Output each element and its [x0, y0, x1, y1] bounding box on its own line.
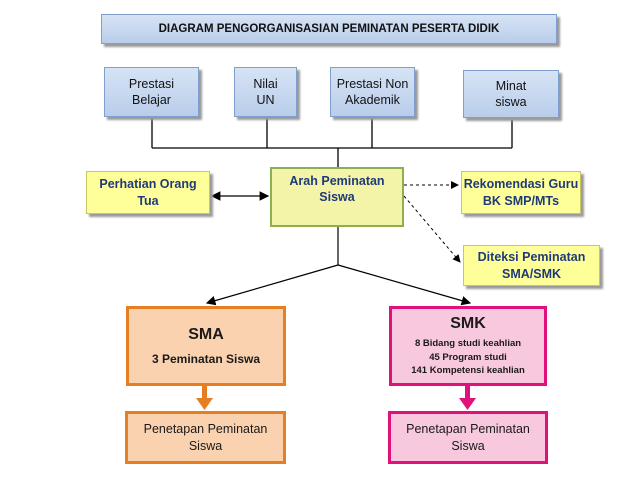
penetapan-line1: Penetapan Peminatan: [143, 422, 268, 437]
rekomendasi-guru-box: Rekomendasi Guru BK SMP/MTs: [461, 171, 581, 214]
input-line2: Belajar: [132, 93, 171, 107]
smk-line: 141 Kompetensi keahlian: [411, 365, 525, 377]
penetapan-line2: Siswa: [188, 438, 223, 453]
sma-title: SMA: [188, 325, 224, 343]
input-line2: UN: [256, 93, 275, 107]
penetapan-smk-box: Penetapan Peminatan Siswa: [388, 411, 548, 464]
rekomendasi-line1: Rekomendasi Guru: [463, 177, 579, 192]
input-minat-siswa: Minat siswa: [463, 70, 559, 118]
input-line2: Akademik: [345, 93, 400, 107]
arah-line1: Arah Peminatan: [289, 174, 385, 188]
diagram-title-text: DIAGRAM PENGORGANISASIAN PEMINATAN PESER…: [158, 22, 500, 35]
smk-box: SMK 8 Bidang studi keahlian 45 Program s…: [389, 306, 547, 386]
input-line1: Nilai: [253, 76, 278, 91]
input-bus-lines: [151, 116, 513, 167]
penetapan-line1: Penetapan Peminatan: [406, 422, 530, 437]
diagram-title: DIAGRAM PENGORGANISASIAN PEMINATAN PESER…: [101, 14, 557, 44]
rekomendasi-line2: BK SMP/MTs: [482, 193, 560, 208]
smk-down-arrow: [459, 386, 476, 410]
penetapan-sma-box: Penetapan Peminatan Siswa: [125, 411, 286, 464]
input-line1: Prestasi: [128, 76, 175, 91]
input-prestasi-belajar: Prestasi Belajar: [104, 67, 199, 117]
smk-line: 45 Program studi: [429, 351, 507, 363]
smk-line: 8 Bidang studi keahlian: [414, 337, 522, 349]
input-line2: siswa: [495, 95, 527, 109]
perhatian-orang-tua-box: Perhatian Orang Tua: [86, 171, 210, 214]
input-line1: Minat: [495, 78, 527, 93]
diteksi-line2: SMA/SMK: [501, 266, 562, 281]
input-line1: Prestasi Non: [336, 76, 409, 91]
sma-subtitle: 3 Peminatan Siswa: [151, 351, 261, 366]
diteksi-line1: Diteksi Peminatan: [477, 250, 586, 265]
perhatian-line1: Perhatian Orang: [99, 177, 197, 192]
diteksi-dashed-arrow: [403, 195, 461, 263]
sma-down-arrow: [196, 386, 213, 410]
arah-line2: Siswa: [319, 190, 355, 205]
perhatian-line2: Tua: [137, 193, 159, 208]
arah-peminatan-box: Arah Peminatan Siswa: [270, 167, 404, 227]
input-nilai-un: Nilai UN: [234, 67, 297, 117]
split-lines: [205, 227, 472, 306]
smk-title: SMK: [450, 314, 486, 332]
sma-box: SMA 3 Peminatan Siswa: [126, 306, 286, 386]
penetapan-line2: Siswa: [451, 438, 485, 453]
input-prestasi-non-akademik: Prestasi Non Akademik: [330, 67, 415, 117]
diteksi-peminatan-box: Diteksi Peminatan SMA/SMK: [463, 245, 600, 286]
